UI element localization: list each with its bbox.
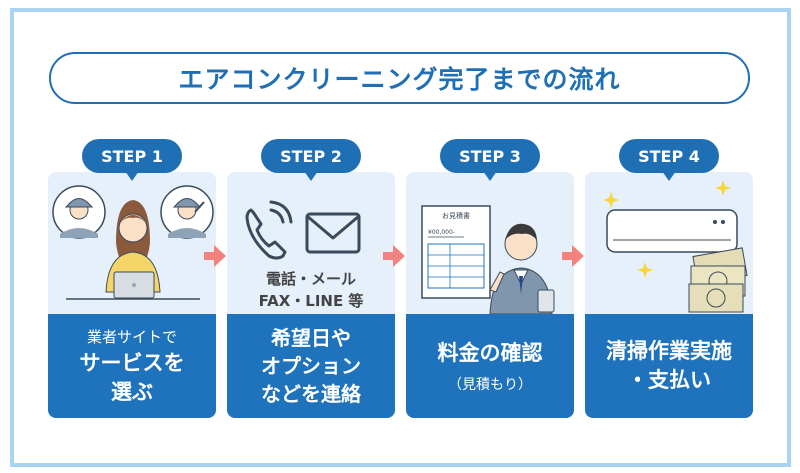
step-1-line-2: サービスを [79,350,185,375]
svg-text:お見積書: お見積書 [442,211,470,220]
step-1-card: 業者サイトで サービスを 選ぶ [48,172,216,418]
air-conditioner-icon [606,209,738,253]
sparkle-icon [715,180,731,196]
contact-methods-line-2: FAX・LINE 等 [258,292,364,310]
phone-icon [245,200,293,260]
quote-confirmation-illustration: お見積書 ¥00,000- [421,205,555,314]
step-4-card: 清掃作業実施 ・支払い [585,172,753,418]
step-2-line-1: 希望日や [271,326,351,350]
step-1-label: STEP 1 [82,139,182,173]
page-title: エアコンクリーニング完了までの流れ [178,65,621,94]
step-3-line-1: 料金の確認 [437,340,543,365]
step-2-line-2: オプション [261,354,361,378]
cleaning-and-payment-illustration [603,180,748,313]
step-1-line-3: 選ぶ [111,379,153,404]
step-3-badge: STEP 3 [440,139,540,181]
step-1-badge: STEP 1 [82,139,182,181]
customer-choosing-service-illustration [52,185,214,300]
step-2-line-3: などを連絡 [261,382,361,406]
contact-methods-line-1: 電話・メール [265,270,356,288]
step-3-label: STEP 3 [440,139,540,173]
arrow-right-icon [383,245,405,267]
step-4-description: 清掃作業実施 ・支払い [585,314,753,418]
money-bills-icon [688,247,748,313]
step-1-line-1: 業者サイトで [86,327,177,346]
step-3-card: お見積書 ¥00,000- 料金の確認 （見積もり） [406,172,574,418]
step-2-label: STEP 2 [261,139,361,173]
mail-icon [305,212,361,254]
sparkle-icon [637,262,653,278]
step-4-line-2: ・支払い [627,368,711,392]
sparkle-icon [603,192,619,208]
step-1-description: 業者サイトで サービスを 選ぶ [48,314,216,418]
step-4-label: STEP 4 [619,139,719,173]
step-4-badge: STEP 4 [619,139,719,181]
arrow-right-icon [204,245,226,267]
step-4-line-1: 清掃作業実施 [606,339,732,363]
arrow-right-icon [562,245,584,267]
step-3-description: 料金の確認 （見積もり） [406,314,574,418]
contact-methods-illustration [245,200,361,260]
title-banner: エアコンクリーニング完了までの流れ [49,52,750,104]
svg-text:¥00,000-: ¥00,000- [428,229,455,236]
step-2-card: 電話・メール FAX・LINE 等 希望日や オプション などを連絡 [227,172,395,418]
estimate-document-icon: お見積書 ¥00,000- [421,205,491,299]
step-3-line-2: （見積もり） [448,376,532,393]
step-2-badge: STEP 2 [261,139,361,181]
step-2-description: 希望日や オプション などを連絡 [227,314,395,418]
